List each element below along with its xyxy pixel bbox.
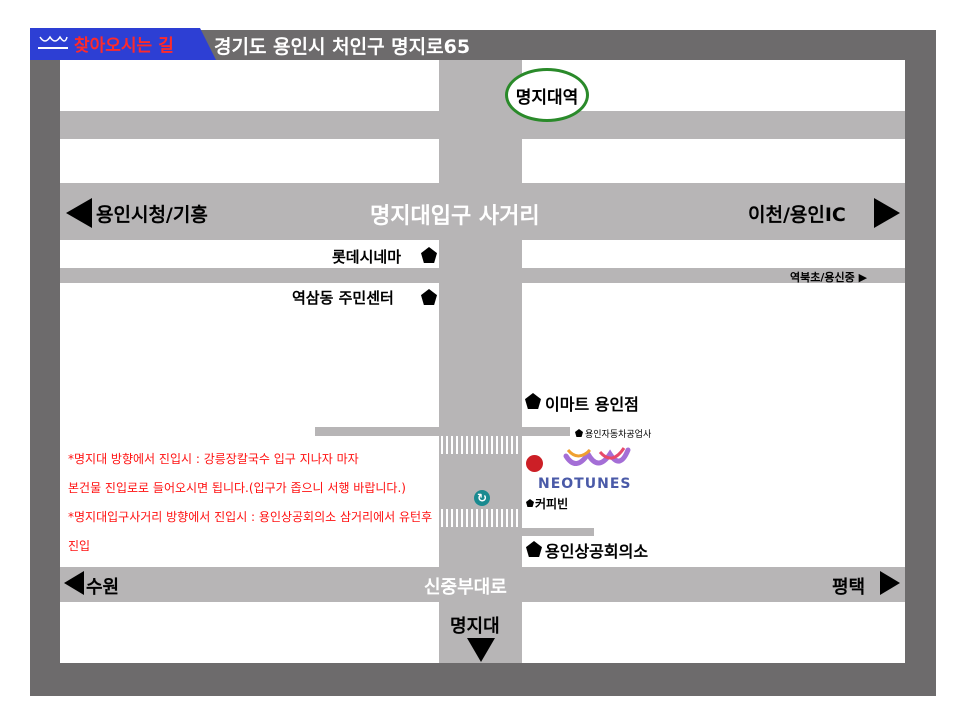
u-turn-icon: ↻ bbox=[474, 490, 490, 506]
community-center-label: 역삼동 주민센터 bbox=[292, 289, 394, 307]
company-location-dot bbox=[526, 455, 543, 472]
lotte-cinema-marker-icon bbox=[421, 247, 437, 263]
bottom-right-label: 평택 bbox=[832, 577, 866, 598]
left-direction-label: 용인시청/기흥 bbox=[96, 204, 208, 226]
emart-marker-icon bbox=[525, 393, 541, 409]
crosswalk-lower bbox=[441, 509, 520, 527]
station-label: 명지대역 bbox=[505, 68, 589, 122]
arrow-left-bottom-icon bbox=[64, 571, 84, 595]
bottom-center-label: 명지대 bbox=[450, 616, 500, 637]
bottom-left-label: 수원 bbox=[86, 577, 120, 598]
neotunes-logo-icon bbox=[563, 447, 631, 466]
coffee-marker-icon bbox=[526, 499, 534, 507]
car-industry-marker-icon bbox=[575, 429, 583, 437]
coffee-label: 커피빈 bbox=[535, 497, 569, 511]
emart-label: 이마트 용인점 bbox=[545, 395, 639, 414]
crosswalk-upper bbox=[441, 436, 520, 454]
lotte-cinema-label: 롯데시네마 bbox=[332, 248, 402, 266]
road-bottom-horizontal bbox=[60, 567, 905, 602]
company-logo-text: NEOTUNES bbox=[538, 476, 632, 492]
side-road-label: 역북초/용신중 ▶ bbox=[790, 271, 868, 284]
arrow-left-icon bbox=[66, 198, 92, 228]
arrow-down-icon bbox=[467, 638, 495, 662]
arrow-right-bottom-icon bbox=[880, 571, 900, 595]
road-branch-right bbox=[522, 427, 570, 436]
note-line-3: *명지대입구사거리 방향에서 진입시 : 용인상공회의소 삼거리에서 유턴후 bbox=[68, 510, 433, 524]
road-vertical-main bbox=[439, 60, 522, 663]
road-branch-left bbox=[315, 427, 439, 436]
note-line-1: *명지대 방향에서 진입시 : 강릉장칼국수 입구 지나자 마자 bbox=[68, 452, 359, 466]
chamber-marker-icon bbox=[526, 541, 542, 557]
header-address: 경기도 용인시 처인구 명지로65 bbox=[214, 36, 471, 58]
community-center-marker-icon bbox=[421, 289, 437, 305]
header-title: 찾아오시는 길 bbox=[74, 36, 174, 56]
neotunes-small-logo bbox=[38, 35, 68, 49]
right-direction-label: 이천/용인IC bbox=[748, 204, 846, 226]
note-line-2: 본건물 진입로로 들어오시면 됩니다.(입구가 좁으니 서행 바랍니다.) bbox=[68, 481, 406, 495]
road-intersection-horizontal bbox=[60, 183, 905, 240]
intersection-label: 명지대입구 사거리 bbox=[370, 204, 540, 229]
chamber-label: 용인상공회의소 bbox=[545, 542, 649, 561]
header-badge bbox=[30, 28, 216, 60]
arrow-right-icon bbox=[874, 198, 900, 228]
note-line-4: 진입 bbox=[68, 539, 91, 553]
car-industry-label: 용인자동차공업사 bbox=[585, 430, 652, 440]
road-top-horizontal bbox=[60, 111, 905, 139]
road-side-horizontal bbox=[60, 268, 905, 283]
bottom-road-label: 신중부대로 bbox=[424, 577, 507, 598]
road-branch-right-lower bbox=[522, 528, 594, 536]
